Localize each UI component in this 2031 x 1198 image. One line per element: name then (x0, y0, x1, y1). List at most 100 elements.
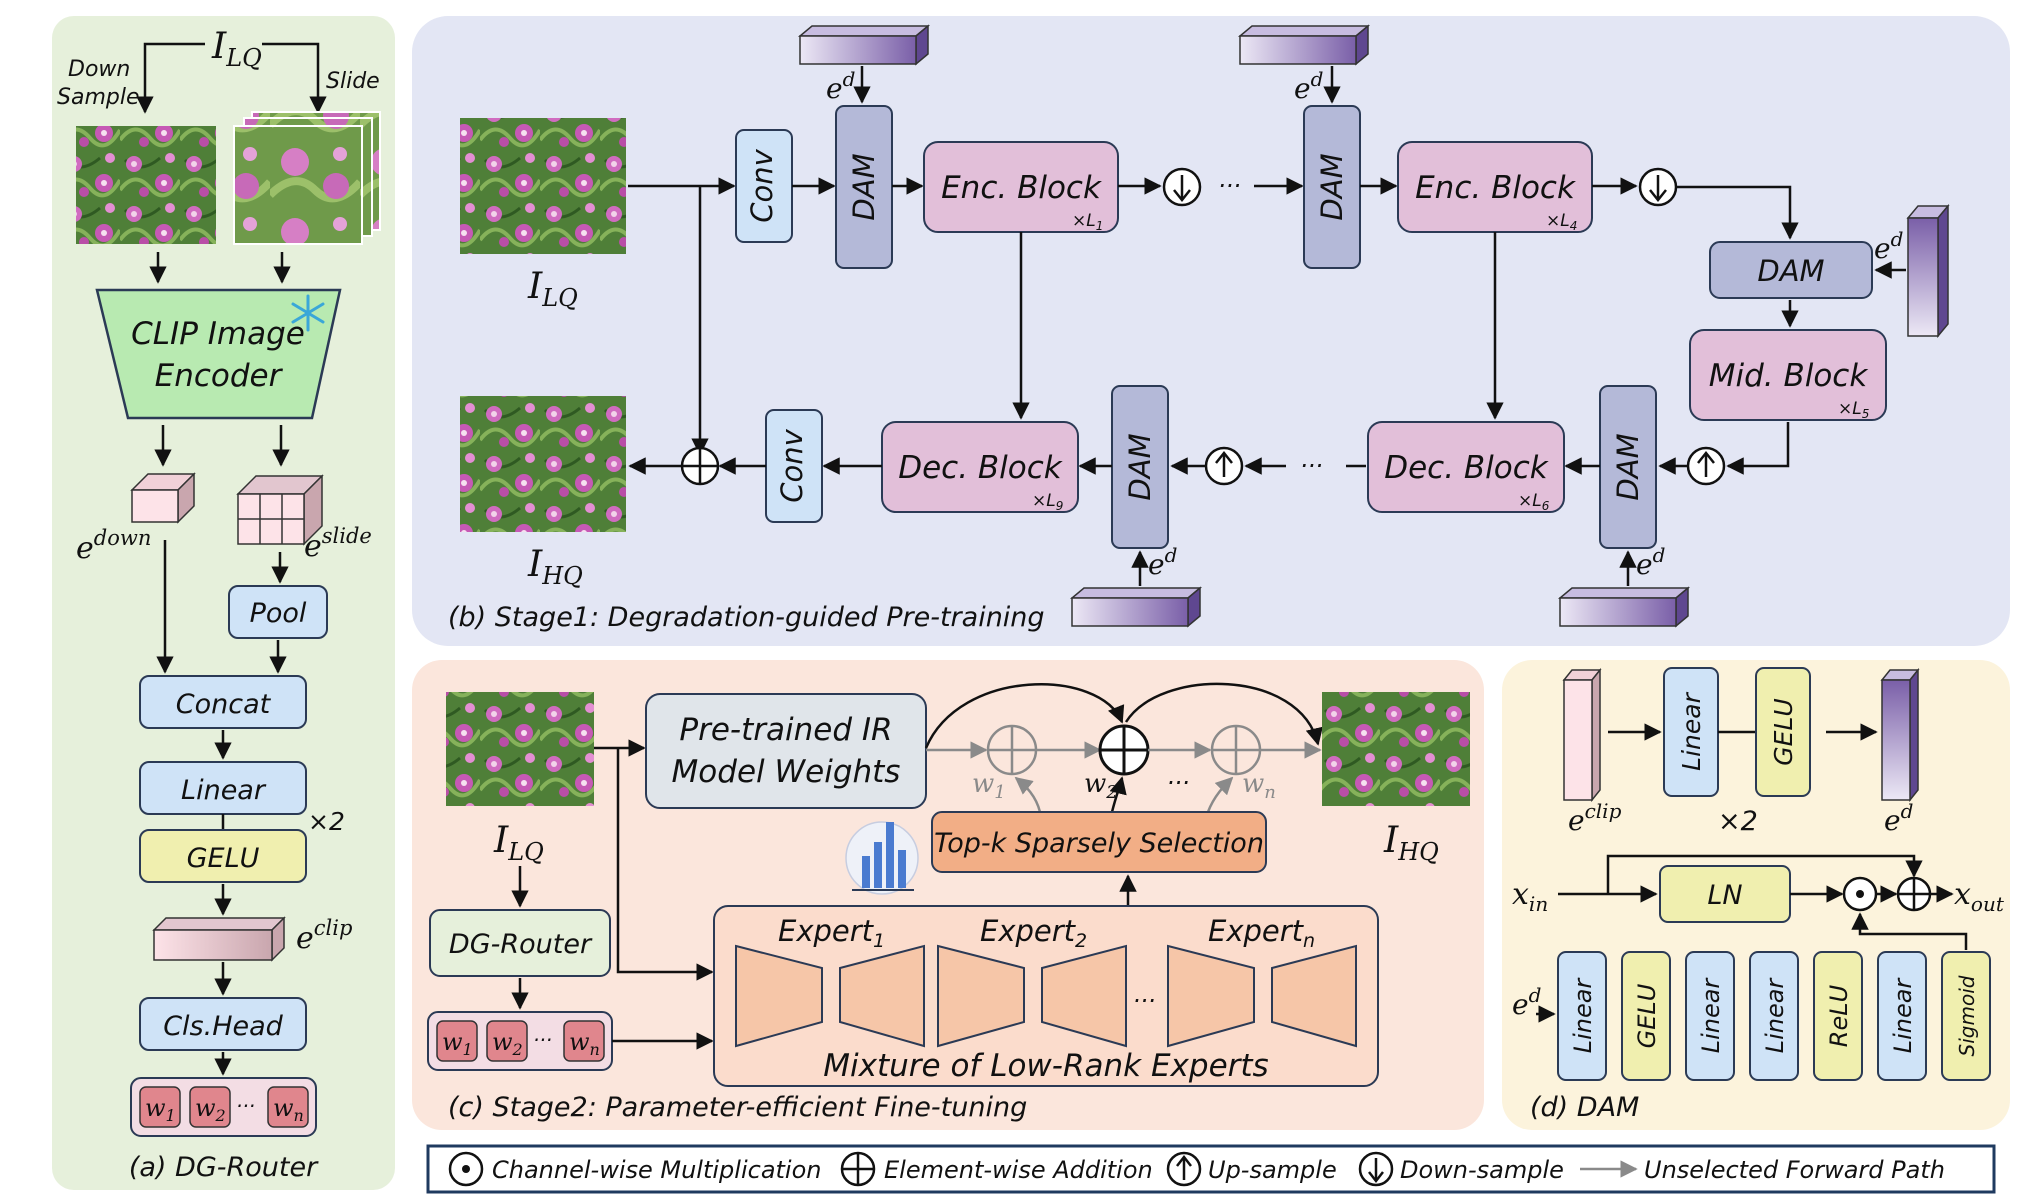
expert-1: Expert1 (735, 914, 925, 1048)
pretrained-label-2: Model Weights (672, 754, 901, 790)
router-weight-2-label: w2 (195, 1094, 226, 1125)
wn-label: wn (1242, 769, 1276, 803)
stage2-input-image (446, 692, 594, 806)
stage1-dam-3-label: DAM (1611, 433, 1645, 500)
router-weight-n-label: wn (273, 1094, 304, 1125)
legend: Channel-wise Multiplication Element-wise… (426, 1144, 1996, 1194)
stage2-weight-2-label: w2 (492, 1028, 523, 1059)
slide-patch-front (233, 125, 363, 245)
mlp-gelu-label: GELU (1633, 983, 1661, 1048)
router-weight-n (267, 1086, 309, 1128)
router-input-label: ILQ (211, 26, 262, 72)
expert-1-label: Expert1 (778, 914, 885, 952)
mlp-gelu (1621, 951, 1671, 1081)
arrow-down-to-mid-dam (1676, 185, 1799, 240)
arrow-mid-to-up (1726, 422, 1790, 475)
stage2-output-image (1322, 692, 1470, 806)
expert-2-label: Expert2 (980, 914, 1087, 952)
clip-encoder-label-2: Encoder (155, 358, 284, 394)
ed-label-top-2: ed (1294, 67, 1323, 105)
expert-2: Expert2 (937, 914, 1127, 1048)
dam-ed-token (1880, 667, 1920, 803)
dam-ed-input-label: ed (1512, 983, 1541, 1021)
clip-encoder-label-1: CLIP Image (131, 316, 305, 352)
ed-token-bottom-right (1557, 586, 1691, 628)
enc-block-1-label: Enc. Block (941, 170, 1102, 206)
router-weight-2 (189, 1086, 231, 1128)
dam-add-icon (1896, 876, 1932, 912)
mid-block (1689, 329, 1887, 421)
mlp-linear-2-label: Linear (1697, 977, 1725, 1054)
mlp-linear-4 (1877, 951, 1927, 1081)
stage1-enc-ellipsis: ··· (1218, 172, 1241, 200)
dam-gelu-top (1755, 667, 1811, 797)
panel-a-caption: (a) DG-Router (129, 1152, 319, 1183)
down-sample-label-1: Down (68, 57, 130, 82)
pretrained-label-1: Pre-trained IR (679, 712, 892, 748)
pool-box (228, 585, 328, 639)
mlp-relu-label: ReLU (1825, 984, 1853, 1047)
mlp-linear-4-label: Linear (1889, 977, 1917, 1054)
down-sample-label-2: Sample (57, 85, 140, 110)
arrow-input-to-experts (616, 748, 714, 981)
router-gelu-label: GELU (187, 843, 260, 874)
dam-e-clip-token (1562, 667, 1602, 803)
legend-up-sample-icon (1166, 1151, 1202, 1187)
stage1-dam-4-label: DAM (1123, 433, 1157, 500)
stage2-weight-1 (436, 1020, 478, 1062)
enc-block-4-mult: ×L4 (1546, 211, 1577, 233)
e-slide-token (236, 474, 324, 546)
topk-selection-box (931, 811, 1267, 873)
element-wise-addition-icon (680, 446, 720, 486)
ed-label-top-1: ed (826, 67, 855, 105)
stage1-input-image (460, 118, 626, 254)
router-weights-ellipsis: ··· (236, 1094, 255, 1118)
stage2-weight-n-label: wn (569, 1028, 600, 1059)
legend-down-sample-icon (1358, 1151, 1394, 1187)
selected-curve-out (1124, 682, 1323, 746)
dec-block-9-label: Dec. Block (898, 450, 1063, 486)
dam-ln-label: LN (1707, 880, 1742, 911)
residual-skip-arrow (1606, 854, 1923, 894)
mlp-linear-1-label: Linear (1569, 977, 1597, 1054)
mlp-sigmoid-label: Sigmoid (1955, 975, 1979, 1056)
stage2-weight-1-label: w1 (442, 1028, 473, 1059)
experts-ellipsis: ... (1134, 980, 1157, 1008)
stage1-dam-2-label: DAM (1315, 153, 1349, 220)
unselected-add-icon-n (1210, 724, 1262, 776)
arrow-sigmoid-to-mult (1851, 912, 1968, 950)
stage2-weight-2 (486, 1020, 528, 1062)
dam-repeat-label: ×2 (1718, 806, 1758, 837)
unselected-add-icon-1 (986, 724, 1038, 776)
down-sample-icon-2 (1638, 167, 1678, 207)
legend-item-4: Down-sample (1400, 1156, 1564, 1184)
topk-selection-label: Top-k Sparsely Selection (934, 828, 1264, 859)
stage1-dec-ellipsis: ··· (1300, 452, 1323, 480)
pool-label: Pool (250, 598, 307, 629)
dec-block-9-mult: ×L9 (1032, 491, 1063, 513)
ed-token-top-2 (1237, 24, 1371, 66)
panel-c-caption: (c) Stage2: Parameter-efficient Fine-tun… (448, 1092, 1027, 1123)
e-down-token (130, 472, 196, 524)
stage2-weights-ellipsis: ··· (533, 1028, 552, 1052)
ed-token-top-1 (797, 24, 931, 66)
clip-image-encoder (95, 288, 342, 420)
dec-block-6-label: Dec. Block (1384, 450, 1549, 486)
stage2-i-lq-label: ILQ (493, 820, 544, 866)
mlp-linear-3 (1749, 951, 1799, 1081)
enc-block-1-mult: ×L1 (1072, 211, 1103, 233)
ed-label-right: ed (1874, 227, 1903, 265)
mixture-label: Mixture of Low-Rank Experts (823, 1048, 1268, 1084)
dam-ed-label: ed (1884, 799, 1913, 837)
panel-d-caption: (d) DAM (1530, 1092, 1639, 1123)
e-down-label: edown (76, 526, 151, 566)
topk-to-w2-arrow (1109, 776, 1127, 813)
selected-add-icon (1098, 724, 1150, 776)
stage2-path-ellipsis: ... (1168, 762, 1191, 790)
mlp-relu (1813, 951, 1863, 1081)
stage2-router-box (429, 909, 611, 977)
mlp-sigmoid (1941, 951, 1991, 1081)
stage1-output-image (460, 396, 626, 532)
x-out-label: xout (1954, 877, 2005, 916)
